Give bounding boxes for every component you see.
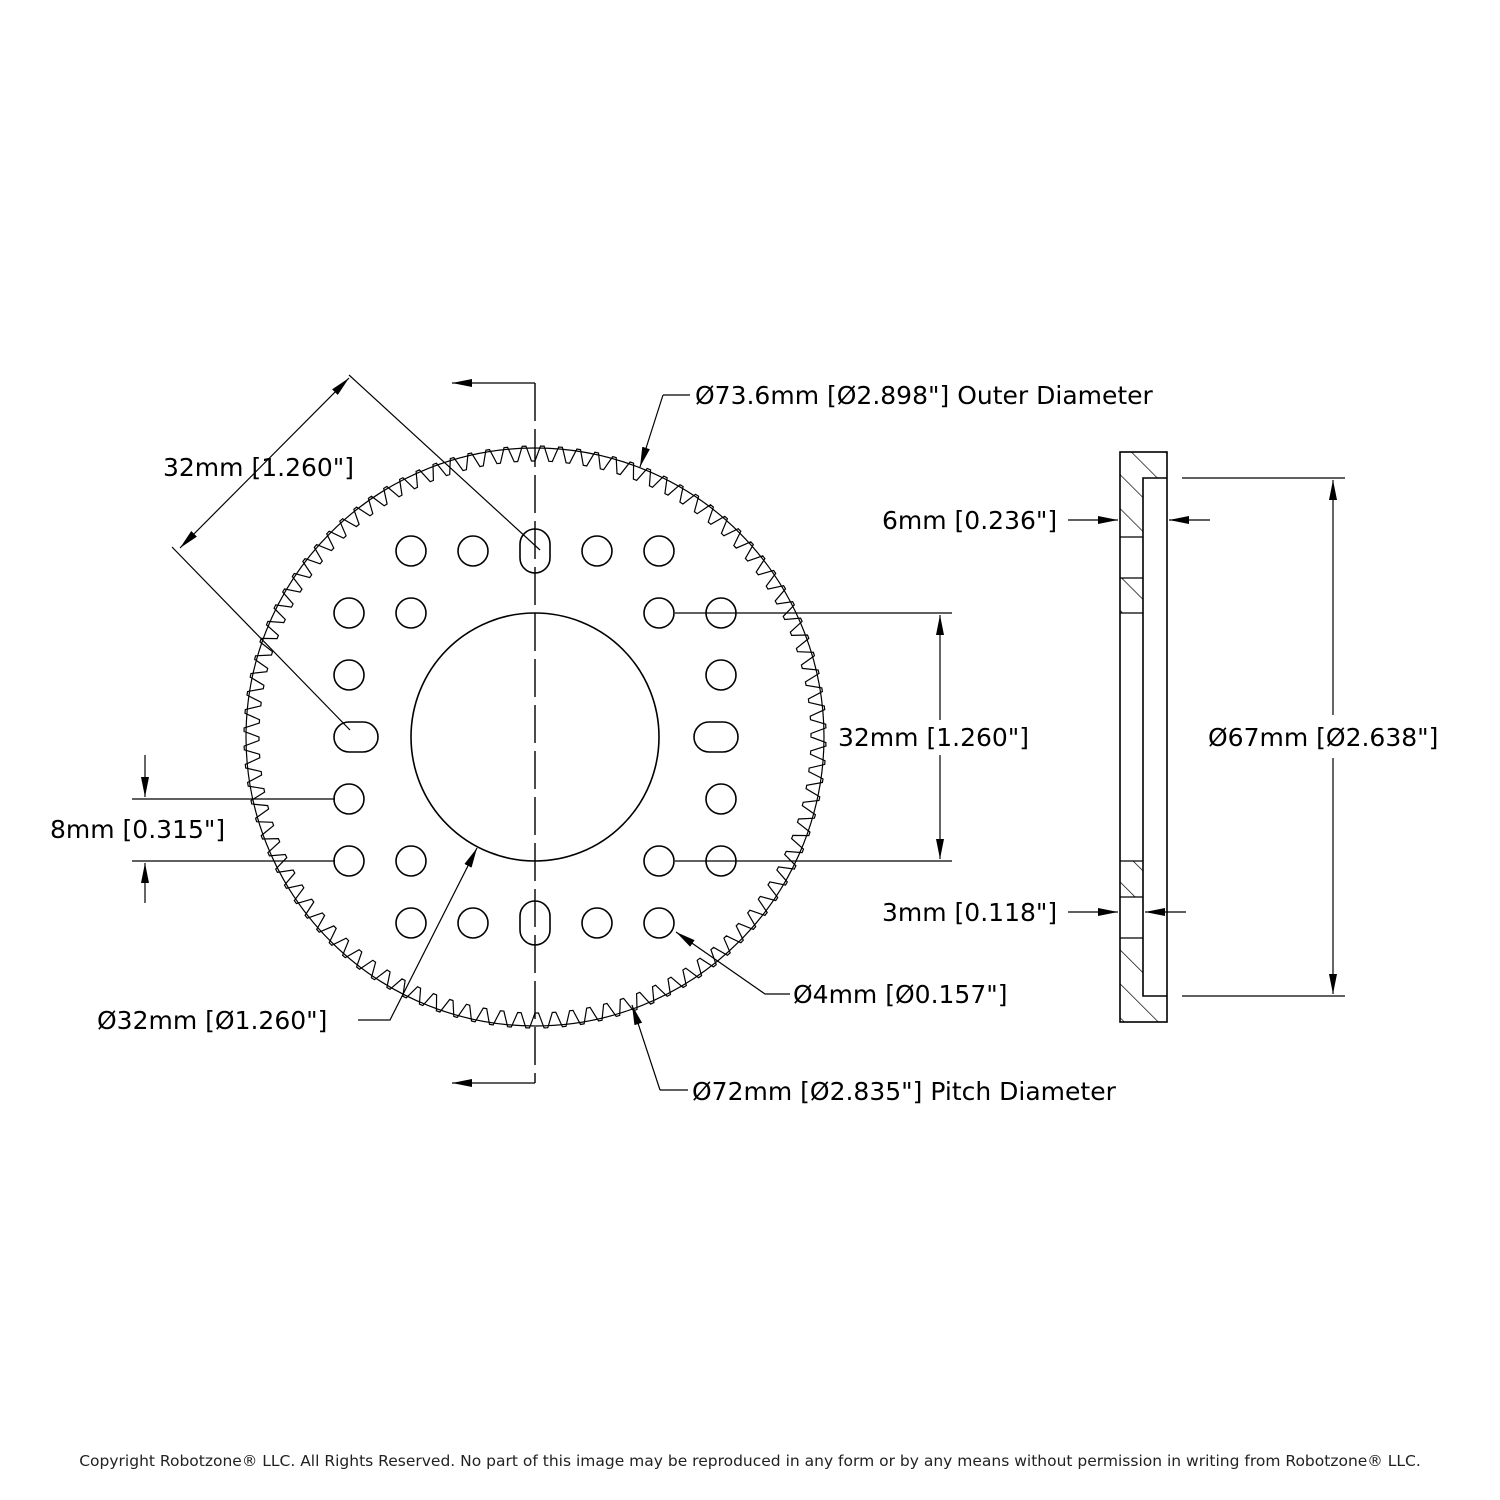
dimension-lines bbox=[132, 374, 952, 1091]
thickness-label: 6mm [0.236"] bbox=[882, 506, 1057, 535]
hub-diameter-label: Ø67mm [Ø2.638"] bbox=[1208, 723, 1438, 752]
mounting-hole bbox=[643, 845, 675, 877]
mounting-hole bbox=[395, 907, 427, 939]
mounting-hole bbox=[395, 535, 427, 567]
mounting-holes bbox=[333, 528, 739, 946]
mounting-hole bbox=[395, 845, 427, 877]
mounting-hole bbox=[581, 535, 613, 567]
hole-diameter-label: Ø4mm [Ø0.157"] bbox=[793, 980, 1008, 1009]
mounting-hole bbox=[705, 783, 737, 815]
mounting-hole bbox=[333, 783, 365, 815]
mounting-hole bbox=[643, 597, 675, 629]
bore-diameter-label: Ø32mm [Ø1.260"] bbox=[97, 1006, 327, 1035]
gear-side-section-view bbox=[1068, 451, 1345, 1023]
mounting-hole bbox=[643, 907, 675, 939]
mounting-hole bbox=[705, 659, 737, 691]
vertical-spacing-label: 32mm [1.260"] bbox=[838, 723, 1029, 752]
hole-pitch-label: 8mm [0.315"] bbox=[50, 815, 225, 844]
copyright-notice: Copyright Robotzone® LLC. All Rights Res… bbox=[79, 1452, 1421, 1470]
mounting-hole bbox=[333, 845, 365, 877]
mounting-hole bbox=[457, 907, 489, 939]
mounting-hole bbox=[581, 907, 613, 939]
mounting-hole bbox=[333, 597, 365, 629]
outer-diameter-label: Ø73.6mm [Ø2.898"] Outer Diameter bbox=[695, 381, 1154, 410]
pitch-diameter-label: Ø72mm [Ø2.835"] Pitch Diameter bbox=[692, 1077, 1117, 1106]
mounting-hole bbox=[395, 597, 427, 629]
gear-front-view bbox=[243, 379, 827, 1087]
diagonal-spacing-label: 32mm [1.260"] bbox=[163, 453, 354, 482]
mounting-hole bbox=[643, 535, 675, 567]
web-thickness-label: 3mm [0.118"] bbox=[882, 898, 1057, 927]
slot-hole bbox=[693, 721, 739, 753]
mounting-hole bbox=[333, 659, 365, 691]
gear-teeth-outline bbox=[243, 445, 827, 1029]
slot-hole bbox=[333, 721, 379, 753]
mounting-hole bbox=[457, 535, 489, 567]
